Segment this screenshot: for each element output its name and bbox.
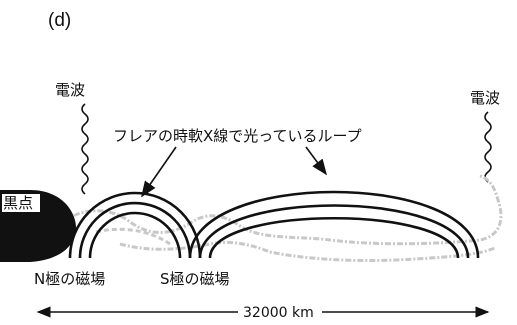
soft-xray-halo-lower: [119, 240, 496, 262]
scale-label: 32000 km: [243, 305, 314, 321]
radio-label-right: 電波: [470, 89, 500, 107]
small-loop-arc-inner: [88, 211, 182, 259]
soft-xray-halo-left: [95, 227, 171, 246]
caption-pointer-left: [141, 146, 177, 198]
sunspot-label-bg: [2, 194, 40, 212]
small-loop-arc-middle: [78, 201, 192, 259]
loop-caption: フレアの時軟X線で光っているループ: [113, 127, 362, 145]
large-loop: [188, 190, 480, 259]
caption-pointer-right: [305, 146, 327, 176]
large-loop-arc-inner: [208, 217, 460, 259]
panel-label: (d): [48, 10, 71, 31]
small-loop: [68, 191, 202, 259]
s-field-label: S極の磁場: [160, 270, 230, 288]
large-loop-arc-outer: [188, 190, 480, 259]
radio-label-left: 電波: [55, 81, 85, 99]
small-loop-arc-outer: [68, 191, 202, 259]
radio-wave-left: [81, 103, 89, 195]
soft-xray-halo: [63, 174, 503, 246]
sunspot-label: 黒点: [3, 194, 33, 212]
large-loop-arc-middle: [198, 204, 470, 259]
radio-wave-right: [484, 111, 492, 183]
n-field-label: N極の磁場: [34, 270, 105, 288]
